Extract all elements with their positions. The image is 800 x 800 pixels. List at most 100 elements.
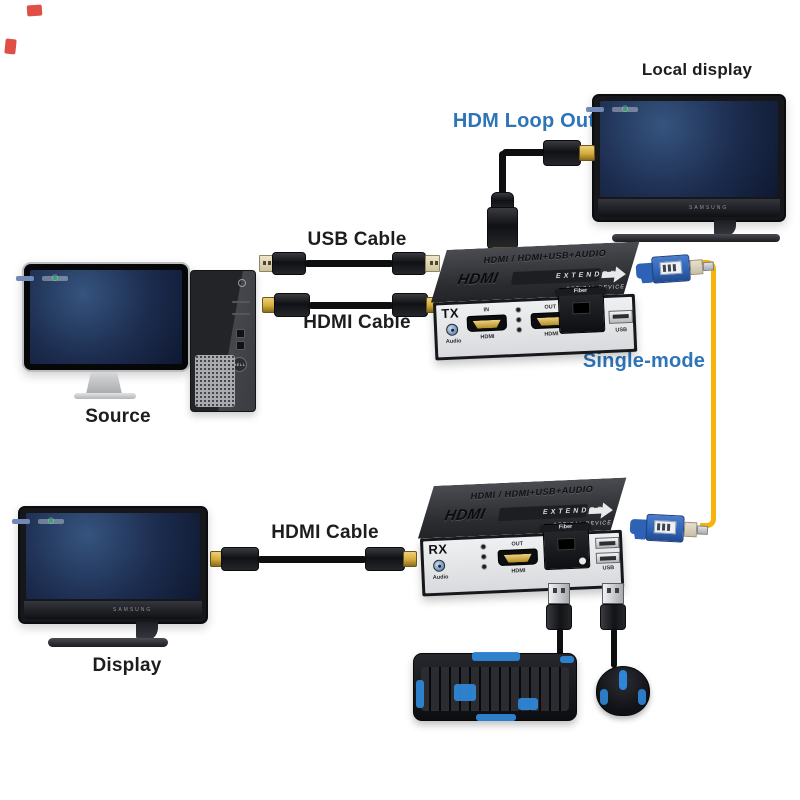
usb-port (595, 536, 620, 549)
dock (622, 105, 628, 112)
status-led (516, 317, 521, 322)
monitor-bezel (16, 262, 190, 372)
hdmi-out-port (497, 548, 539, 567)
keyboard-blue-accent (560, 656, 574, 663)
hdmi-plug-icon (579, 145, 595, 161)
dock (48, 517, 54, 524)
dockdot (53, 275, 57, 280)
keyboard (413, 652, 577, 721)
arrow-icon (614, 266, 628, 283)
keyboard-keys (421, 667, 569, 711)
usb-port (595, 551, 621, 564)
connector-ferrule (702, 261, 715, 272)
monitor-chin: SAMSUNG (598, 199, 780, 217)
fiber-ferrule-dot (578, 557, 587, 565)
usb-plug-body (600, 604, 626, 630)
keyboard-blue-accent (416, 680, 424, 708)
label-hdm-loop-out: HDM Loop Out (452, 110, 596, 132)
hdmi-plug-icon (403, 551, 417, 567)
fiber-label: Fiber (573, 287, 588, 295)
keyboard-usb-plug (546, 583, 572, 630)
hdmi-cable-wire (257, 556, 367, 563)
connector-barrel (683, 521, 698, 538)
status-led (516, 307, 521, 312)
audio-label: Audio (432, 574, 449, 582)
extender-front-panel: TX Audio IN HDMI OUT HDMI Fiber USB (436, 286, 635, 358)
mouse (596, 666, 650, 716)
monitor-screen (16, 270, 182, 364)
label-display: Display (92, 655, 162, 676)
optical-drive-slot (232, 313, 250, 315)
audio-jack-icon (432, 559, 446, 572)
keyboard-blue-accent (476, 714, 516, 721)
label-hdmi-cable-bottom: HDMI Cable (271, 522, 379, 543)
usb-port-label: USB (602, 565, 615, 572)
fiber-port-module: Fiber (539, 522, 592, 571)
rx-extender-box: HDMI / HDMI+USB+AUDIO HDMI EXTENDER OPTI… (416, 477, 633, 598)
dockdot (623, 106, 627, 111)
rx-fiber-connector (629, 510, 713, 548)
hdmi-port-label: HDMI (511, 567, 526, 575)
usb-connector (392, 252, 426, 275)
keyboard-wasd-keys (454, 684, 476, 701)
monitor-screen (586, 101, 778, 197)
keyboard-cable (557, 628, 563, 658)
extender-front-face: TX Audio IN HDMI OUT HDMI Fiber USB (432, 286, 638, 361)
hdmi-connector (392, 293, 428, 317)
extender-front-face: RX Audio OUT HDMI Fiber USB (419, 522, 625, 597)
tx-fiber-connector (635, 249, 719, 289)
mouse-cable (611, 628, 617, 668)
rx-badge: RX (428, 541, 448, 558)
hdmi-connector (487, 207, 518, 249)
extender-brand-bar: EXTENDER (498, 504, 588, 521)
monitor-base (48, 638, 168, 647)
local-display-monitor: SAMSUNG (586, 94, 786, 244)
hdmi-logo: HDMI (456, 269, 500, 289)
vent-mesh (195, 355, 235, 407)
monitor-stand (86, 372, 122, 394)
monitor-base (612, 234, 780, 242)
extender-top-face: HDMI / HDMI+USB+AUDIO HDMI EXTENDER OPTI… (429, 241, 643, 302)
front-port (236, 341, 245, 350)
monitor-chin: SAMSUNG (24, 601, 202, 619)
hdmi-out-label: OUT (511, 541, 524, 548)
extender-title: HDMI / HDMI+USB+AUDIO (469, 483, 595, 502)
hdmi-cable-wire (308, 302, 394, 309)
hdmi-in-port (466, 314, 508, 333)
monitor-bezel: SAMSUNG (586, 94, 786, 222)
hdmi-connector (221, 547, 259, 571)
monitor-screen (12, 513, 200, 599)
hdmi-port-label: HDMI (480, 333, 495, 341)
connector-barrel (689, 259, 704, 276)
usb-cable-wire (304, 260, 394, 267)
usb-plug-body (546, 604, 572, 630)
label-usb-cable: USB Cable (307, 229, 407, 250)
usb-plug-icon (602, 583, 624, 604)
monitor-base (74, 393, 136, 399)
hdmi-port-label: HDMI (544, 331, 559, 338)
monitor-stand (714, 220, 736, 238)
status-led (482, 564, 487, 569)
loop-cable-wire (499, 151, 506, 195)
hdmi-in-label: IN (483, 307, 490, 314)
fiber-sc-port (572, 301, 591, 315)
connector-label (659, 260, 683, 276)
hdmi-contact (473, 320, 501, 329)
label-local-display: Local display (641, 60, 753, 79)
mouse-side-accent (600, 689, 608, 705)
red-artifact (26, 4, 43, 17)
connector-ferrule (696, 525, 709, 535)
label-source: Source (85, 406, 151, 427)
label-hdmi-cable-top: HDMI Cable (303, 312, 411, 333)
usb-connector (272, 252, 306, 275)
hdmi-connector (365, 547, 405, 571)
status-led (481, 544, 486, 549)
tx-extender-box: HDMI / HDMI+USB+AUDIO HDMI EXTENDER OPTI… (429, 241, 646, 362)
source-pc-tower: DELL (190, 270, 256, 412)
extender-front-panel: RX Audio OUT HDMI Fiber USB (423, 522, 622, 594)
hdmi-connector (274, 293, 310, 317)
red-artifact (4, 38, 17, 55)
usb-port (608, 309, 634, 324)
keyboard-blue-accent (472, 652, 520, 661)
